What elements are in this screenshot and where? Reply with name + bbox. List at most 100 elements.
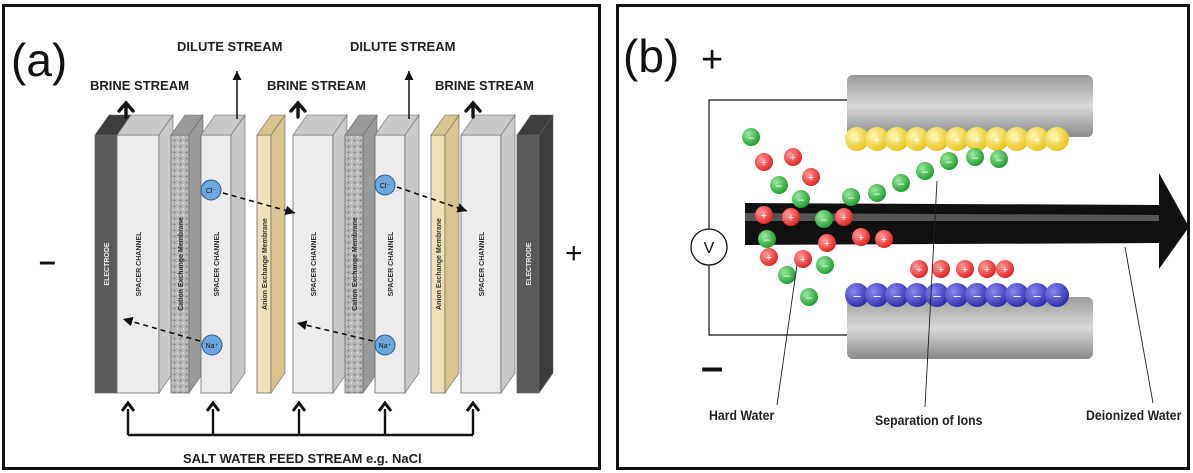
- negative-charge-ball: [1005, 283, 1029, 307]
- spacer-3-top: [292, 114, 348, 136]
- positive-charge-sign: +: [1053, 132, 1061, 147]
- anion-ion: [966, 148, 984, 166]
- brine-arrow-3: [464, 100, 482, 119]
- cation-ion-sign: +: [1002, 264, 1008, 276]
- positive-charge-sign: +: [893, 132, 901, 147]
- cation-ion-sign: +: [881, 234, 887, 246]
- deionized-leader: [1124, 246, 1154, 404]
- cl-migration-arrow-1: [222, 192, 296, 216]
- positive-electrode-plate: [847, 75, 1093, 137]
- negative-charge-ball: [905, 283, 929, 307]
- cation-ion: [802, 168, 820, 186]
- negative-charge-sign: –: [953, 288, 961, 303]
- negative-charge-sign: –: [973, 288, 981, 303]
- anion-ion: [990, 150, 1008, 168]
- spacer-4-side: [404, 114, 420, 394]
- cation-ion-sign: +: [962, 264, 968, 276]
- negative-charge-ball: [885, 283, 909, 307]
- spacer-1-text: SPACER CHANNEL: [136, 231, 143, 297]
- cation-ion: [755, 153, 773, 171]
- cation-membrane-2-top: [344, 114, 378, 136]
- anion-ion-sign: –: [898, 178, 905, 190]
- cation-ion-sign: +: [841, 212, 847, 224]
- positive-charge-sign: +: [1033, 132, 1041, 147]
- anion-ion: [800, 288, 818, 306]
- brine-arrow-2: [289, 100, 307, 119]
- hard-water-label: Hard Water: [709, 407, 775, 423]
- anion-ion-sign: –: [776, 180, 783, 192]
- positive-charge-sign: +: [993, 132, 1001, 147]
- spacer-2-text: SPACER CHANNEL: [214, 231, 221, 297]
- anion-ion-sign: –: [996, 154, 1003, 166]
- circuit-wire-bottom: [708, 259, 851, 336]
- electrode-left-text: ELECTRODE: [104, 242, 111, 286]
- positive-charge-sign: +: [1013, 132, 1021, 147]
- negative-charge-sign: –: [893, 288, 901, 303]
- anion-ion-sign: –: [748, 132, 755, 144]
- chloride-ion-2: [374, 174, 396, 196]
- anion-ion-sign: –: [764, 234, 771, 246]
- anion-membrane-1-text: Anion Exchange Membrane: [262, 218, 269, 310]
- na-migration-arrow-1: [122, 317, 201, 342]
- negative-charge-ball: [1025, 283, 1049, 307]
- anion-ion: [742, 128, 760, 146]
- negative-charge-sign: –: [1013, 288, 1021, 303]
- hard-water-leader: [776, 264, 798, 406]
- anion-ion-sign: –: [922, 166, 929, 178]
- cation-membrane-1-top: [170, 114, 204, 136]
- positive-charge-ball: [985, 127, 1009, 151]
- negative-charge-ball: [985, 283, 1009, 307]
- negative-charge-ball: [1045, 283, 1069, 307]
- cation-ion: [818, 234, 836, 252]
- cation-ion: [784, 148, 802, 166]
- spacer-5-top: [460, 114, 516, 136]
- positive-charge-ball: [1045, 127, 1069, 151]
- spacer-5-side: [500, 114, 516, 394]
- electrode-right-text: ELECTRODE: [526, 242, 533, 286]
- anion-membrane-1-side: [270, 114, 286, 394]
- cation-ion: [996, 260, 1014, 278]
- cation-ion: [956, 260, 974, 278]
- spacer-2-side: [230, 114, 246, 394]
- panel-a-label: (a): [11, 34, 68, 86]
- anion-ion-sign: –: [946, 156, 953, 168]
- feed-arrowhead-4: [377, 400, 393, 412]
- cation-ion: [978, 260, 996, 278]
- cl-migration-arrow-2: [396, 186, 468, 213]
- negative-charge-ball: [965, 283, 989, 307]
- anion-ion: [758, 230, 776, 248]
- cation-ion: [910, 260, 928, 278]
- positive-charge-ball: [905, 127, 929, 151]
- minus-sign-a: –: [39, 245, 56, 278]
- cation-ion-sign: +: [984, 264, 990, 276]
- cation-ion: [782, 208, 800, 226]
- feed-arrowhead-1: [120, 400, 136, 412]
- chloride-ion-1-label: Cl⁻: [206, 188, 217, 195]
- positive-charge-sign: +: [873, 132, 881, 147]
- plus-sign-b: +: [701, 39, 724, 81]
- anion-ion-sign: –: [822, 260, 829, 272]
- anion-ion: [815, 210, 833, 228]
- plus-sign-a: +: [565, 237, 583, 270]
- feed-arrowhead-2: [205, 400, 221, 412]
- feed-arrowhead-3: [291, 400, 307, 412]
- cation-ion: [755, 206, 773, 224]
- positive-charge-ball: [925, 127, 949, 151]
- spacer-5-text: SPACER CHANNEL: [479, 231, 486, 297]
- na-migration-arrow-2: [296, 320, 374, 342]
- chloride-ion-1: [200, 179, 222, 201]
- positive-charge-ball: [1025, 127, 1049, 151]
- dilute-stream-label-left: DILUTE STREAM: [177, 39, 283, 54]
- positive-charge-sign: +: [913, 132, 921, 147]
- anion-membrane-1-top: [256, 114, 286, 136]
- positive-charge-sign: +: [853, 132, 861, 147]
- cation-ion-sign: +: [808, 172, 814, 184]
- anion-ion-sign: –: [972, 152, 979, 164]
- cation-ion-sign: +: [858, 232, 864, 244]
- separation-leader: [924, 180, 938, 408]
- cation-ion-sign: +: [790, 152, 796, 164]
- cdi-illustration: V+++++++++++–––––––––––++++++++++++++++–…: [690, 75, 1187, 408]
- anion-membrane-2-text: Anion Exchange Membrane: [436, 218, 443, 310]
- anion-membrane-2-top: [430, 114, 460, 136]
